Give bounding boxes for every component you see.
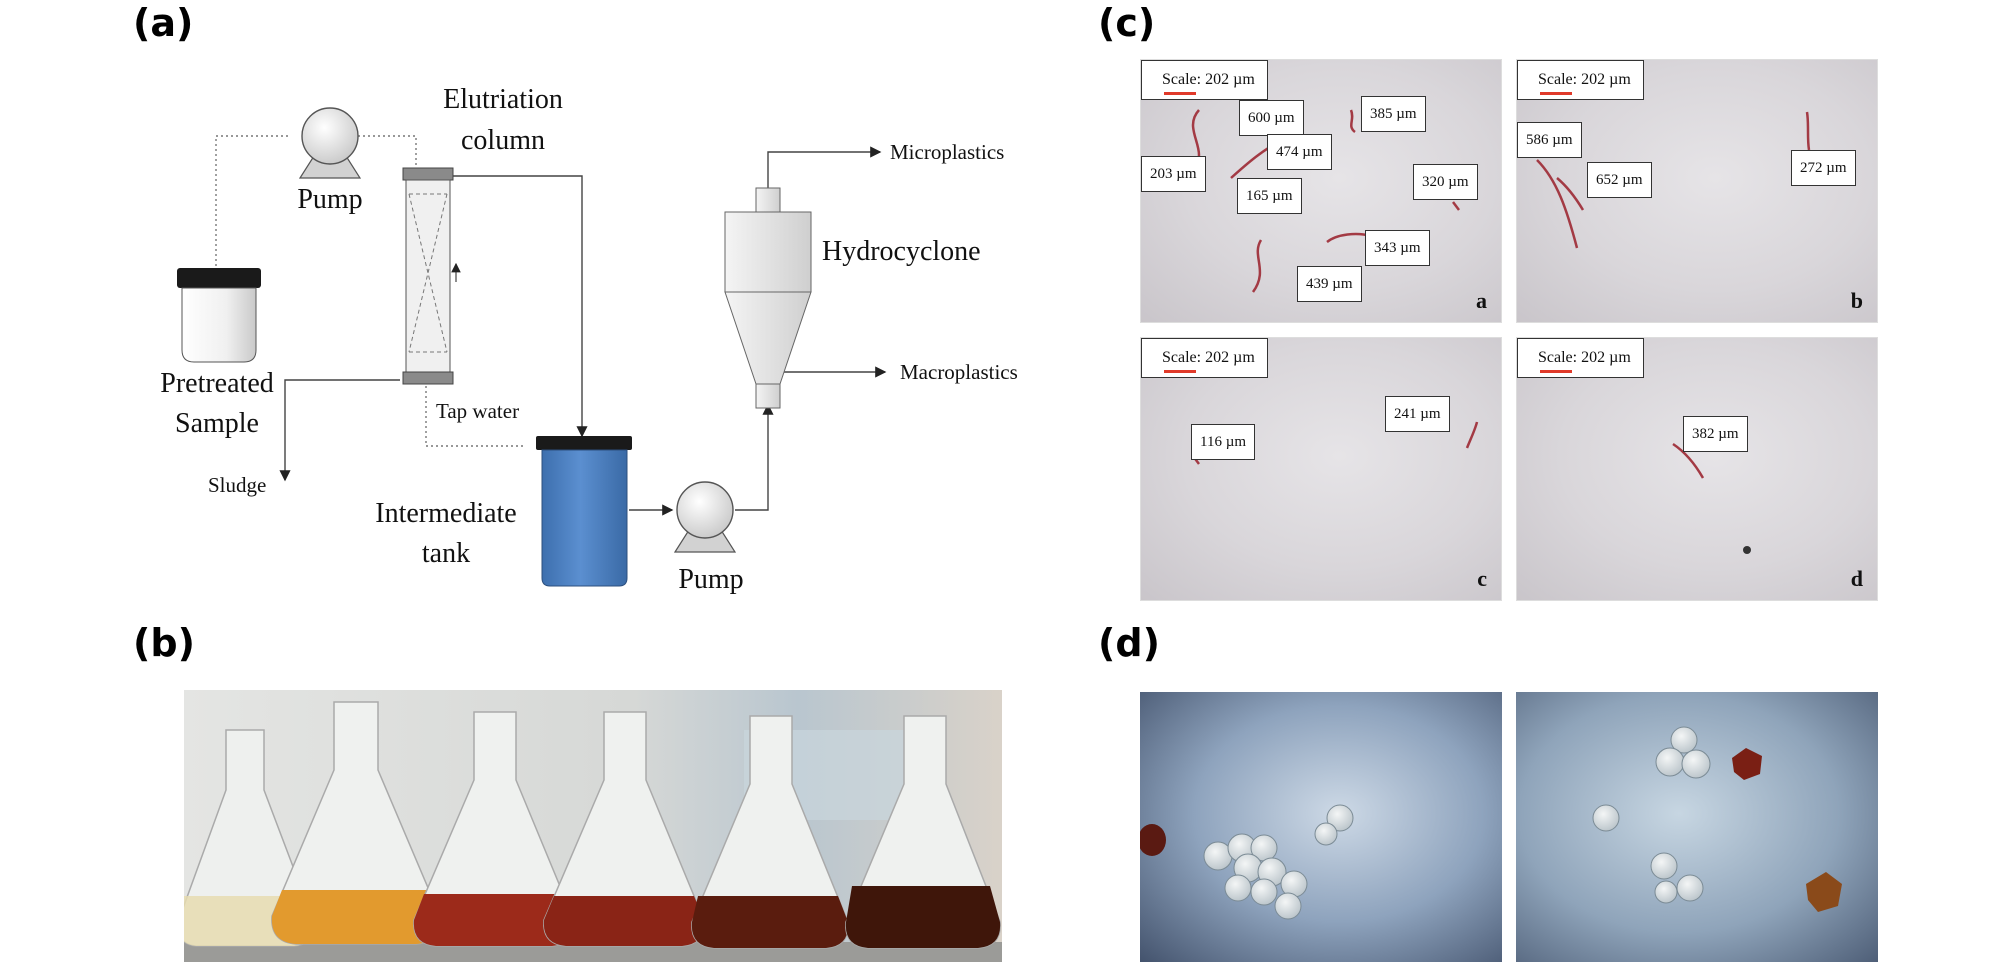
measure-label: 439 µm [1297,266,1362,302]
micrograph-corner-letter: a [1476,288,1487,313]
sludge-label: Sludge [208,473,266,497]
scale-bar-a [1164,92,1196,95]
scale-box-d: Scale: 202 µm [1517,338,1644,378]
measure-label: 652 µm [1587,162,1652,198]
measure-label: 165 µm [1237,178,1302,214]
elutriation-column-icon [402,167,461,385]
microbeads-photo-left [1140,692,1502,962]
measure-label: 241 µm [1385,396,1450,432]
pump-bottom-icon [673,481,737,553]
measure-label: 586 µm [1517,122,1582,158]
micrograph-a: Scale: 202 µm 600 µm 385 µm 474 µm 203 µ… [1140,59,1502,323]
flasks-photo [184,690,1002,962]
pretreated-label-line2: Sample [175,408,259,439]
micrograph-corner-letter: b [1850,288,1863,313]
panel-label-b: (b) [133,621,195,665]
measure-label: 343 µm [1365,230,1430,266]
elutriation-label-line2: column [461,125,545,156]
intermediate-label-line1: Intermediate [375,498,516,529]
pump-top-icon [298,107,362,179]
pretreated-label-line1: Pretreated [160,368,274,399]
elutriation-label-line1: Elutriation [443,84,563,115]
scale-bar-d [1540,370,1572,373]
process-diagram: Pump Elutriation column Pretreated Sampl… [160,84,1018,595]
micrograph-corner-letter: c [1477,566,1487,591]
measure-label: 116 µm [1191,424,1256,460]
flask-6 [845,715,1001,949]
macroplastics-label: Macroplastics [900,360,1018,384]
measure-label: 272 µm [1791,150,1856,186]
measure-label: 600 µm [1239,100,1304,136]
panel-label-d: (d) [1098,621,1160,665]
scale-bar-b [1540,92,1572,95]
flask-4 [543,711,705,947]
scale-box-a: Scale: 202 µm [1141,60,1268,100]
hydrocyclone-icon [724,187,812,409]
intermediate-tank-icon [536,436,632,587]
scale-bar-c [1164,370,1196,373]
microplastics-label: Microplastics [890,140,1004,164]
measure-label: 474 µm [1267,134,1332,170]
measure-label: 382 µm [1683,416,1748,452]
micrograph-corner-letter: d [1850,566,1863,591]
hydrocyclone-label: Hydrocyclone [822,236,981,267]
measure-label: 203 µm [1141,156,1206,192]
pretreated-sample-jar-icon [177,268,261,363]
scale-box-c: Scale: 202 µm [1141,338,1268,378]
micrograph-d: Scale: 202 µm 382 µm d [1516,337,1878,601]
panel-label-c: (c) [1098,1,1156,45]
micrograph-b: Scale: 202 µm 586 µm 652 µm 272 µm b [1516,59,1878,323]
flask-2 [271,701,441,945]
tap-water-label: Tap water [436,399,519,423]
measure-label: 320 µm [1413,164,1478,200]
measure-label: 385 µm [1361,96,1426,132]
micrograph-c: Scale: 202 µm 241 µm 116 µm c [1140,337,1502,601]
scale-box-b: Scale: 202 µm [1517,60,1644,100]
microbeads-photo-right [1516,692,1878,962]
pump-bottom-label: Pump [678,564,743,595]
intermediate-label-line2: tank [422,538,470,569]
pump-top-label: Pump [297,184,362,215]
panel-label-a: (a) [133,1,194,45]
